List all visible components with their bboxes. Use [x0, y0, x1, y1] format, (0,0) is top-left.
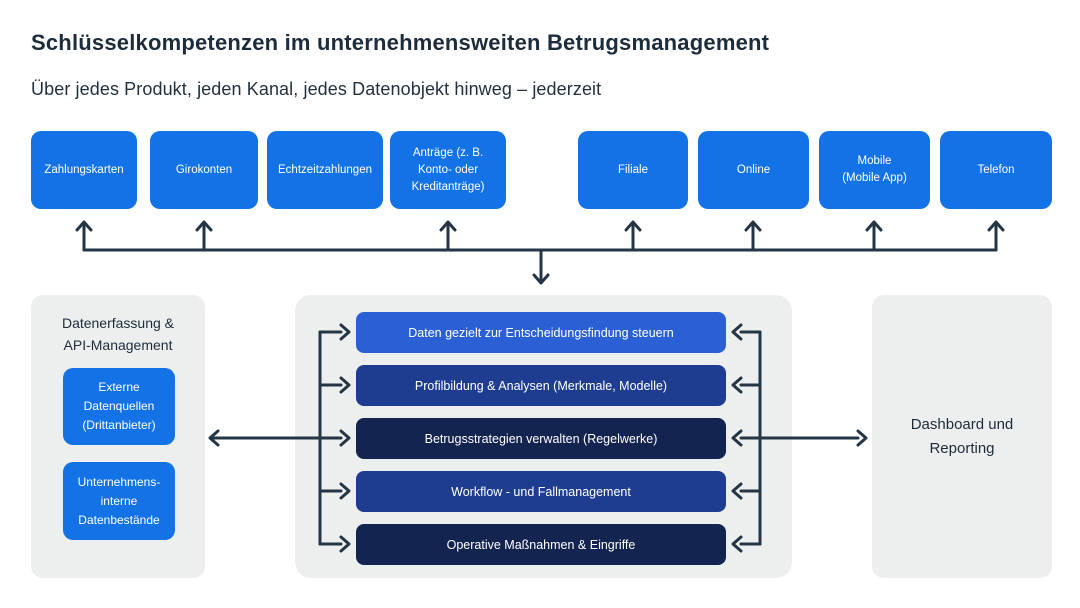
diagram-title: Schlüsselkompetenzen im unternehmensweit… — [31, 30, 770, 55]
panel-datenerfassung-title: Datenerfassung & API-Management — [61, 315, 175, 353]
box-filiale: Filiale — [578, 131, 688, 209]
box-externe-datenquellen: Externe Datenquellen (Drittanbieter) — [63, 368, 175, 445]
row-workflow: Workflow - und Fallmanagement — [356, 471, 726, 512]
down-arrow — [532, 248, 550, 285]
panel-kompetenzen: Daten gezielt zur Entscheidungsfindung s… — [295, 295, 792, 578]
box-girokonten: Girokonten — [150, 131, 258, 209]
row-daten-steuern: Daten gezielt zur Entscheidungsfindung s… — [356, 312, 726, 353]
box-echtzeitzahlungen: Echtzeitzahlungen — [267, 131, 383, 209]
box-zahlungskarten: Zahlungskarten — [31, 131, 137, 209]
box-mobile: Mobile (Mobile App) — [819, 131, 930, 209]
box-telefon: Telefon — [940, 131, 1052, 209]
row-betrugsstrategien: Betrugsstrategien verwalten (Regelwerke) — [356, 418, 726, 459]
panel-dashboard-reporting: Dashboard und Reporting — [872, 295, 1052, 578]
box-antraege: Anträge (z. B. Konto- oder Kreditanträge… — [390, 131, 506, 209]
row-profilbildung: Profilbildung & Analysen (Merkmale, Mode… — [356, 365, 726, 406]
box-online: Online — [698, 131, 809, 209]
panel-datenerfassung: Datenerfassung & API-Management Externe … — [31, 295, 205, 578]
row-operative-massnahmen: Operative Maßnahmen & Eingriffe — [356, 524, 726, 565]
diagram-subtitle: Über jedes Produkt, jeden Kanal, jedes D… — [31, 79, 602, 99]
box-interne-datenbestaende: Unternehmens- interne Datenbestände — [63, 462, 175, 540]
